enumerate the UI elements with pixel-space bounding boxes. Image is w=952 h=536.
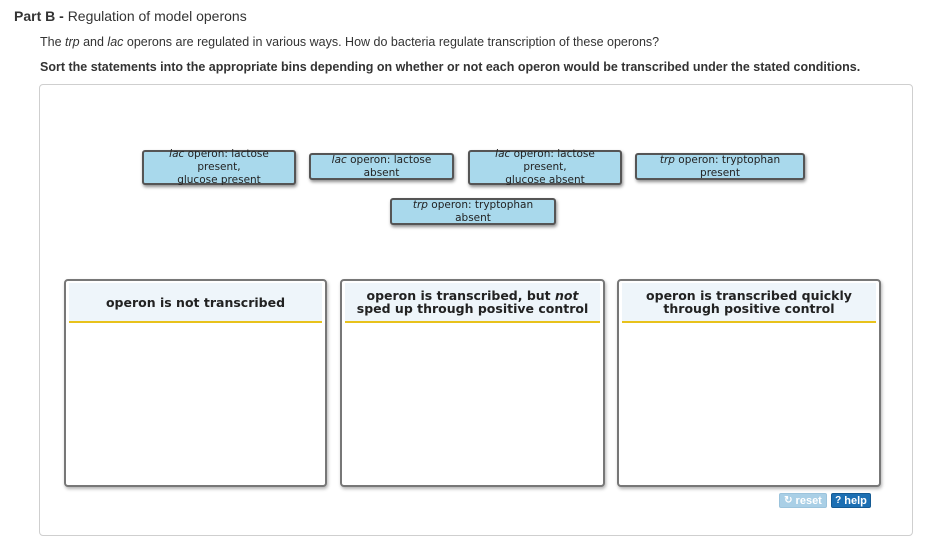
- bin-drop-area[interactable]: [66, 323, 325, 485]
- tile-text-line2: glucose absent: [505, 174, 585, 186]
- bin-transcribed-quickly[interactable]: operon is transcribed quickly through po…: [617, 279, 881, 487]
- tile-text: operon: lactose absent: [346, 153, 432, 179]
- tile-text: operon: lactose present,: [184, 148, 269, 173]
- question-text: The trp and lac operons are regulated in…: [40, 35, 659, 49]
- tile-gene: lac: [495, 148, 511, 160]
- tile-trp-tryptophan-present[interactable]: trp operon: tryptophan present: [635, 153, 805, 180]
- bin-drop-area[interactable]: [342, 323, 603, 485]
- tile-text-line2: glucose present: [177, 174, 261, 186]
- reset-icon: ↻: [784, 495, 793, 506]
- bin-label: operon is transcribed, but: [366, 288, 556, 303]
- tile-trp-tryptophan-absent[interactable]: trp operon: tryptophan absent: [390, 198, 556, 225]
- tile-text: operon: tryptophan present: [674, 153, 781, 179]
- tile-gene: lac: [169, 148, 185, 160]
- tile-text: operon: tryptophan absent: [427, 198, 534, 224]
- bin-not-transcribed[interactable]: operon is not transcribed: [64, 279, 327, 487]
- bin-label-line2: through positive control: [663, 301, 835, 316]
- tile-lac-lactose-present-glucose-absent[interactable]: lac operon: lactose present, glucose abs…: [468, 148, 622, 186]
- question-post: operons are regulated in various ways. H…: [123, 35, 660, 49]
- bin-header: operon is transcribed, but not sped up t…: [345, 283, 600, 323]
- help-label: help: [844, 494, 867, 507]
- part-heading: Regulation of model operons: [67, 8, 247, 24]
- reset-label: reset: [795, 494, 822, 507]
- bin-label-line2: sped up through positive control: [356, 301, 589, 316]
- question-trp: trp: [65, 35, 80, 49]
- bin-label: operon is not transcribed: [105, 294, 286, 310]
- tile-gene: trp: [412, 198, 428, 211]
- help-icon: ?: [835, 495, 842, 506]
- tile-gene: lac: [331, 153, 347, 166]
- reset-button[interactable]: ↻ reset: [779, 493, 827, 508]
- instruction-text: Sort the statements into the appropriate…: [40, 60, 861, 74]
- question-pre: The: [40, 35, 66, 49]
- tile-gene: trp: [659, 153, 675, 166]
- bin-drop-area[interactable]: [619, 323, 879, 485]
- bin-label: operon is transcribed quickly: [646, 288, 852, 303]
- part-label: Part B -: [14, 8, 64, 24]
- help-button[interactable]: ? help: [831, 493, 871, 508]
- bin-label-emphasis: not: [555, 288, 579, 303]
- bin-header: operon is transcribed quickly through po…: [622, 283, 876, 323]
- tile-lac-lactose-present-glucose-present[interactable]: lac operon: lactose present, glucose pre…: [142, 148, 296, 186]
- tile-text: operon: lactose present,: [510, 148, 595, 173]
- bin-header: operon is not transcribed: [69, 283, 322, 323]
- question-lac: lac: [107, 35, 124, 49]
- part-title: Part B - Regulation of model operons: [14, 8, 247, 24]
- question-mid: and: [79, 35, 108, 49]
- bin-transcribed-not-sped-up[interactable]: operon is transcribed, but not sped up t…: [340, 279, 605, 487]
- tile-lac-lactose-absent[interactable]: lac operon: lactose absent: [309, 153, 454, 180]
